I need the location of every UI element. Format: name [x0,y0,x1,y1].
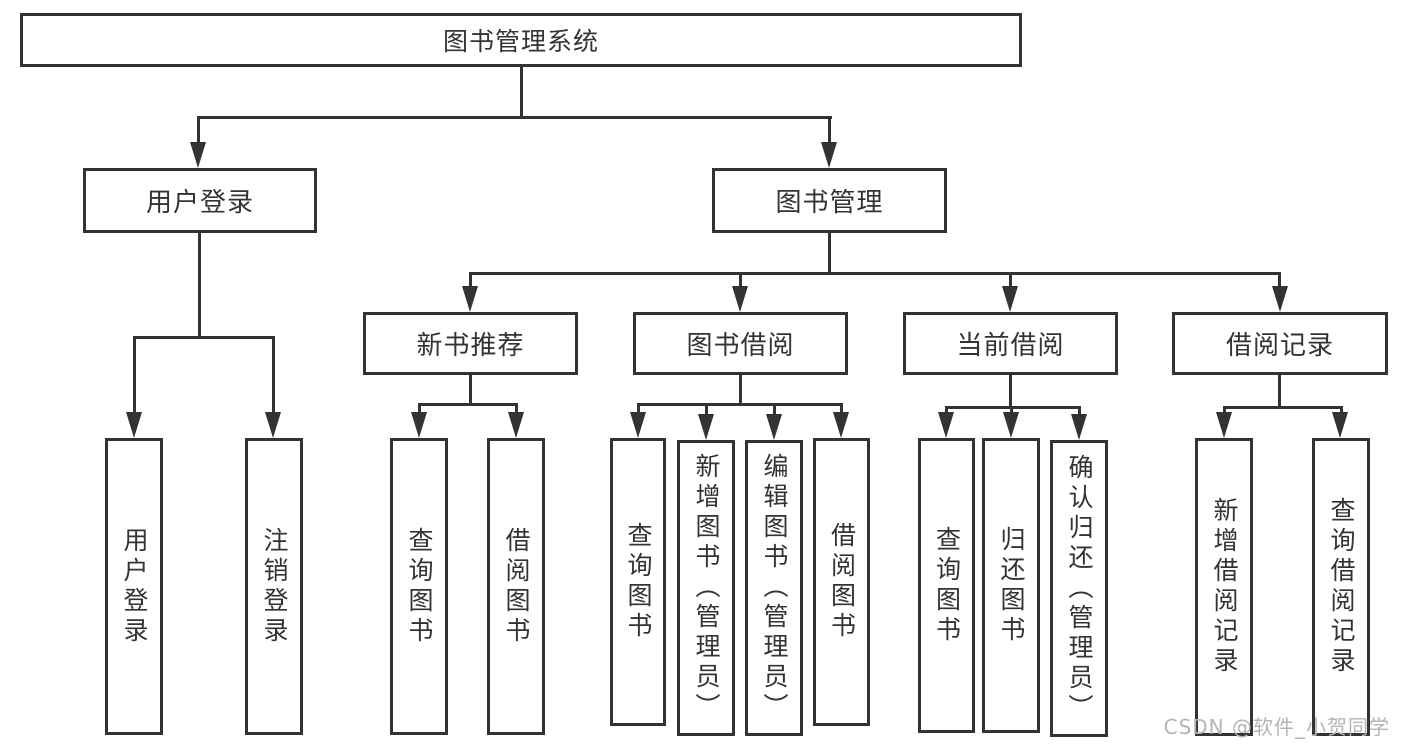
connector-line [739,272,742,290]
arrow-down-icon [1071,414,1087,440]
connector-line [1340,406,1343,415]
connector-line [705,403,708,417]
arrow-down-icon [411,412,427,438]
connector-line [197,116,832,119]
arrow-down-icon [265,412,281,438]
node-user-login: 用户登录 [83,168,317,233]
node-book-management: 图书管理 [712,168,947,233]
connector-line [1078,406,1081,417]
leaf-recommend-borrow-books: 借阅图书 [487,438,545,735]
connector-line [469,272,1281,275]
node-new-book-recommend-label: 新书推荐 [416,331,525,361]
leaf-records-query-record: 查询借阅记录 [1312,438,1370,736]
connector-line [637,403,640,415]
arrow-down-icon [630,412,646,438]
node-root-label: 图书管理系统 [442,27,599,56]
leaf-recommend-query-books: 查询图书 [390,438,448,735]
arrow-down-icon [126,412,142,438]
arrow-down-icon [766,414,782,440]
connector-line [1009,272,1012,290]
connector-line [739,375,742,403]
node-borrow-records-label: 借阅记录 [1225,331,1334,361]
node-current-borrow-label: 当前借阅 [956,331,1065,361]
connector-line [1010,406,1013,415]
connector-line [840,403,843,415]
arrow-down-icon [1002,286,1018,312]
connector-line [418,403,518,406]
connector-line [1009,375,1012,406]
leaf-current-return-books: 归还图书 [982,438,1040,733]
connector-line [198,233,201,336]
arrow-down-icon [1216,412,1232,438]
node-borrow-records: 借阅记录 [1172,312,1388,375]
leaf-borrow-borrow-books: 借阅图书 [813,438,870,726]
node-book-borrow: 图书借阅 [633,312,848,375]
node-new-book-recommend: 新书推荐 [363,312,578,375]
connector-line [828,233,831,272]
arrow-down-icon [732,286,748,312]
arrow-down-icon [1332,412,1348,438]
connector-line [197,116,200,146]
connector-line [469,272,472,290]
arrow-down-icon [462,286,478,312]
arrow-down-icon [698,414,714,440]
node-book-borrow-label: 图书借阅 [686,331,795,361]
leaf-current-confirm-return-admin: 确认归还（管理员） [1050,440,1108,737]
connector-line [828,116,831,146]
connector-line [515,403,518,415]
leaf-logout: 注销登录 [245,438,303,735]
connector-line [945,406,1081,409]
node-root: 图书管理系统 [20,13,1022,67]
leaf-borrow-add-books-admin: 新增图书（管理员） [677,440,735,736]
leaf-borrow-edit-books-admin: 编辑图书（管理员） [745,440,803,736]
connector-line [1278,375,1281,406]
arrow-down-icon [821,142,837,168]
arrow-down-icon [1003,412,1019,438]
connector-line [1223,406,1226,415]
connector-line [418,403,421,415]
watermark-text: CSDN @软件_小贺同学 [1163,715,1390,739]
arrow-down-icon [938,412,954,438]
arrow-down-icon [1272,286,1288,312]
connector-line [272,336,275,416]
arrow-down-icon [508,412,524,438]
connector-line [1278,272,1281,290]
leaf-borrow-query-books: 查询图书 [610,438,666,726]
connector-line [133,336,275,339]
arrow-down-icon [190,142,206,168]
connector-line [133,336,136,416]
connector-line [637,403,843,406]
connector-line [945,406,948,415]
leaf-current-query-books: 查询图书 [918,438,975,733]
arrow-down-icon [833,412,849,438]
connector-line [773,403,776,417]
node-user-login-label: 用户登录 [145,188,254,218]
connector-line [520,67,523,116]
leaf-user-login: 用户登录 [105,438,163,735]
node-book-management-label: 图书管理 [775,188,884,218]
node-current-borrow: 当前借阅 [903,312,1118,375]
connector-line [469,375,472,403]
connector-line [1223,406,1343,409]
leaf-records-add-record: 新增借阅记录 [1195,438,1253,736]
